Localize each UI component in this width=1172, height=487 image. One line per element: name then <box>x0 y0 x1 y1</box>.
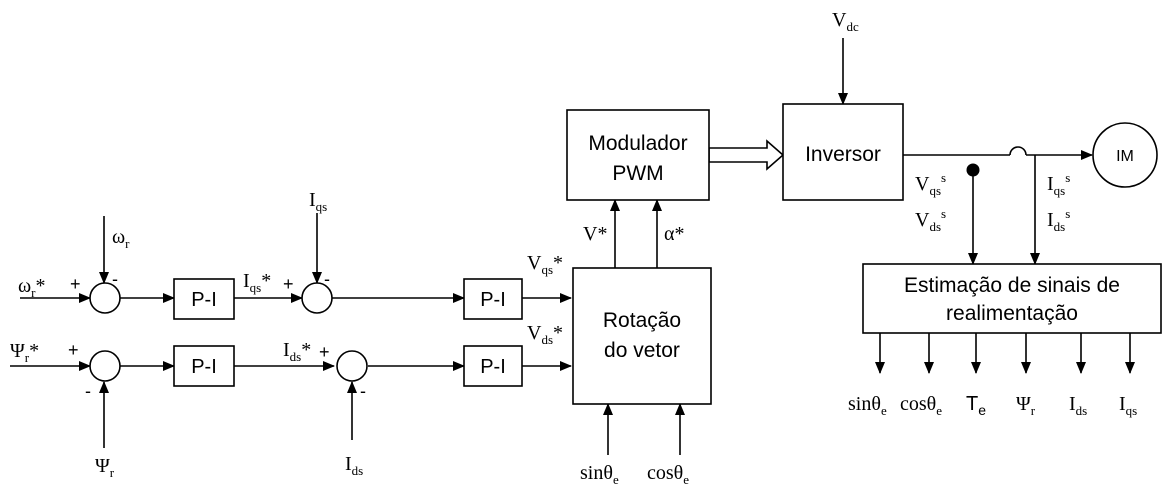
iqs-s-label: Iqss <box>1047 170 1070 198</box>
signal-lines <box>10 38 1135 455</box>
ids-ref-label: Ids* <box>283 339 311 364</box>
vqs-ref-label: Vqs* <box>527 252 563 277</box>
iq-minus-sign: - <box>324 269 330 289</box>
svg-text:Estimação de sinais de: Estimação de sinais de <box>904 274 1120 297</box>
flux-pi-block: P-I <box>173 345 235 387</box>
cos-theta-e-output-label: cosθe <box>900 393 942 418</box>
iqs-feedback-label: Iqs <box>309 189 327 214</box>
flux-summing-junction <box>89 350 121 382</box>
omega-r-ref-label: ωr* <box>18 275 46 300</box>
vds-ref-label: Vds* <box>527 322 563 347</box>
pwm-to-inverter-arrow <box>708 139 785 171</box>
inverter-block: Inversor <box>782 103 904 201</box>
ids-output-label: Ids <box>1069 393 1087 418</box>
vdc-label: Vdc <box>832 9 859 34</box>
svg-text:IM: IM <box>1116 148 1134 165</box>
alpha-star-label: α* <box>664 223 684 245</box>
cos-theta-e-input-label: cosθe <box>647 462 689 487</box>
iq-plus-sign: + <box>283 274 294 294</box>
iqs-output-label: Iqs <box>1119 393 1137 418</box>
feedback-estimation-block: Estimação de sinais de realimentação <box>862 263 1162 334</box>
te-output-label: Te <box>966 393 986 418</box>
omega-r-label: ωr <box>112 226 130 251</box>
iqs-ref-label: Iqs* <box>243 270 271 295</box>
speed-plus-sign: + <box>70 274 81 294</box>
vector-rotation-block: Rotação do vetor <box>572 267 712 405</box>
psi-r-label: Ψr <box>95 455 115 480</box>
svg-text:P-I: P-I <box>191 356 217 378</box>
id-minus-sign: - <box>360 381 366 401</box>
iq-pi-block: P-I <box>463 278 523 320</box>
flux-plus-sign: + <box>68 340 79 360</box>
svg-text:PWM: PWM <box>612 162 663 185</box>
svg-text:Inversor: Inversor <box>805 143 881 166</box>
iq-summing-junction <box>301 282 333 314</box>
id-summing-junction <box>336 350 368 382</box>
flux-minus-sign: - <box>85 381 91 401</box>
v-star-label: V* <box>583 223 607 245</box>
svg-text:Modulador: Modulador <box>588 132 687 155</box>
ids-s-label: Idss <box>1047 206 1070 234</box>
induction-motor: IM <box>1092 122 1158 188</box>
psi-r-ref-label: Ψr* <box>10 340 39 365</box>
sin-theta-e-input-label: sinθe <box>580 462 619 487</box>
ids-feedback-label: Ids <box>345 453 363 478</box>
svg-text:Rotação: Rotação <box>603 309 681 332</box>
svg-text:P-I: P-I <box>480 289 506 311</box>
id-pi-block: P-I <box>463 345 523 387</box>
svg-text:realimentação: realimentação <box>946 302 1078 325</box>
svg-text:P-I: P-I <box>480 356 506 378</box>
speed-pi-block: P-I <box>173 278 235 320</box>
speed-summing-junction <box>89 282 121 314</box>
pwm-modulator-block: Modulador PWM <box>566 109 710 201</box>
sin-theta-e-output-label: sinθe <box>848 393 887 418</box>
voltage-sensing-dot <box>966 163 980 177</box>
id-plus-sign: + <box>319 342 330 362</box>
vds-s-label: Vdss <box>915 206 946 234</box>
svg-text:do vetor: do vetor <box>604 339 680 362</box>
svg-text:P-I: P-I <box>191 289 217 311</box>
psi-r-output-label: Ψr <box>1016 393 1036 418</box>
speed-minus-sign: - <box>112 269 118 289</box>
vqs-s-label: Vqss <box>915 170 946 198</box>
